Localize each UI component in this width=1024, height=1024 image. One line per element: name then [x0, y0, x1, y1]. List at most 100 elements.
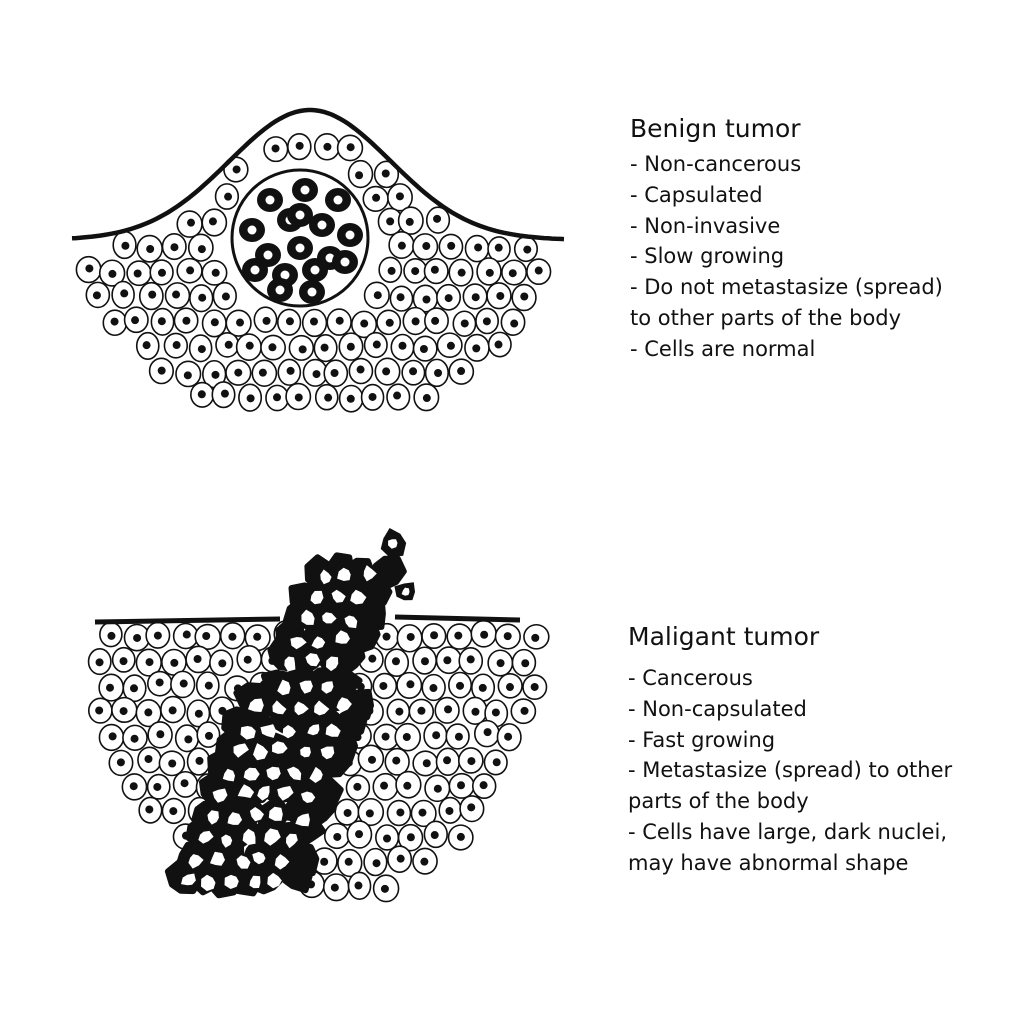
cell-nucleus [193, 655, 202, 664]
cell [464, 234, 490, 263]
cell-nucleus [409, 367, 418, 376]
cancer-nucleus [277, 679, 291, 696]
cell [397, 823, 424, 852]
tumor-cell-nucleus [307, 287, 317, 297]
cell [260, 334, 286, 361]
cell-nucleus [144, 708, 153, 717]
cell-nucleus [183, 371, 192, 380]
cancer-nucleus [201, 874, 216, 892]
cancer-nucleus [295, 813, 310, 827]
cell [87, 697, 113, 724]
cell-nucleus [482, 317, 491, 326]
cell [122, 724, 148, 752]
cancer-nucleus [305, 653, 320, 667]
cancer-nucleus [249, 807, 264, 822]
cell-nucleus [129, 684, 138, 693]
cell-nucleus [503, 632, 512, 641]
cell-nucleus [169, 807, 178, 816]
cancer-nucleus [257, 785, 270, 801]
cancer-nucleus [300, 791, 316, 803]
cell-nucleus [385, 318, 394, 327]
cell [448, 772, 475, 799]
cell [363, 281, 390, 310]
cell [363, 847, 388, 877]
cell [374, 357, 401, 386]
cell [447, 824, 474, 851]
cell-nucleus [182, 630, 191, 639]
cell [253, 306, 278, 333]
cell [173, 307, 199, 334]
cell-nucleus [131, 316, 140, 325]
cell [288, 334, 315, 361]
cell-nucleus [146, 244, 155, 253]
cell-nucleus [294, 393, 303, 402]
cell-nucleus [411, 267, 420, 276]
cell-nucleus [520, 706, 529, 715]
cell [389, 285, 414, 312]
cell-nucleus [120, 289, 129, 298]
cell-nucleus [95, 706, 104, 715]
cell-nucleus [153, 631, 162, 640]
cell-nucleus [211, 370, 220, 379]
cell [350, 310, 378, 339]
cell [486, 282, 512, 310]
metastasizing-nucleus [388, 539, 398, 549]
cancer-nucleus [350, 589, 367, 605]
cell-nucleus [447, 241, 456, 250]
cell [357, 744, 385, 773]
cancer-nucleus [363, 565, 377, 582]
cell-nucleus [355, 830, 364, 839]
cell [522, 674, 548, 700]
cell [423, 721, 448, 750]
cell-nucleus [346, 394, 355, 403]
cancer-nucleus [237, 784, 255, 798]
cell [150, 307, 175, 336]
cell [187, 233, 214, 262]
cell-nucleus [457, 268, 466, 277]
cell-nucleus [406, 680, 415, 689]
cell-nucleus [355, 171, 364, 180]
cell [186, 747, 211, 776]
cell [500, 308, 526, 336]
cancer-nucleus [242, 828, 256, 845]
cell [347, 159, 374, 189]
tumor-cell [287, 236, 313, 260]
skin-surface-line [71, 107, 565, 242]
cell [174, 724, 200, 753]
cancer-nucleus [325, 723, 341, 737]
cell-nucleus [417, 706, 426, 715]
cancer-nucleus [266, 766, 281, 781]
cell [85, 281, 111, 309]
cell-nucleus [228, 632, 237, 641]
tumor-cell-nucleus [310, 265, 320, 275]
cell-nucleus [422, 394, 431, 403]
cell-nucleus [523, 245, 532, 254]
cell [263, 136, 289, 163]
cell [336, 134, 364, 162]
cell [111, 646, 136, 673]
cancer-nucleus [326, 656, 339, 672]
cancer-nucleus [301, 609, 315, 625]
cell [423, 820, 448, 849]
cell [188, 334, 213, 363]
cell [112, 230, 137, 260]
cell-nucleus [232, 165, 241, 174]
cell-nucleus [133, 269, 142, 278]
cell [75, 255, 102, 284]
cell [337, 848, 363, 878]
cell-nucleus [483, 728, 492, 737]
cell-nucleus [236, 318, 245, 327]
cell [396, 624, 423, 653]
cell [338, 384, 364, 413]
cell [323, 822, 350, 850]
cell-nucleus [180, 779, 189, 788]
cell [149, 259, 174, 286]
cancer-nucleus [222, 768, 235, 782]
cell [195, 671, 220, 700]
malignant-line: parts of the body [628, 789, 809, 814]
cell [511, 648, 537, 677]
cell-nucleus [119, 707, 128, 716]
cell-nucleus [133, 633, 142, 642]
cell [201, 259, 228, 286]
cell-nucleus [268, 343, 277, 352]
